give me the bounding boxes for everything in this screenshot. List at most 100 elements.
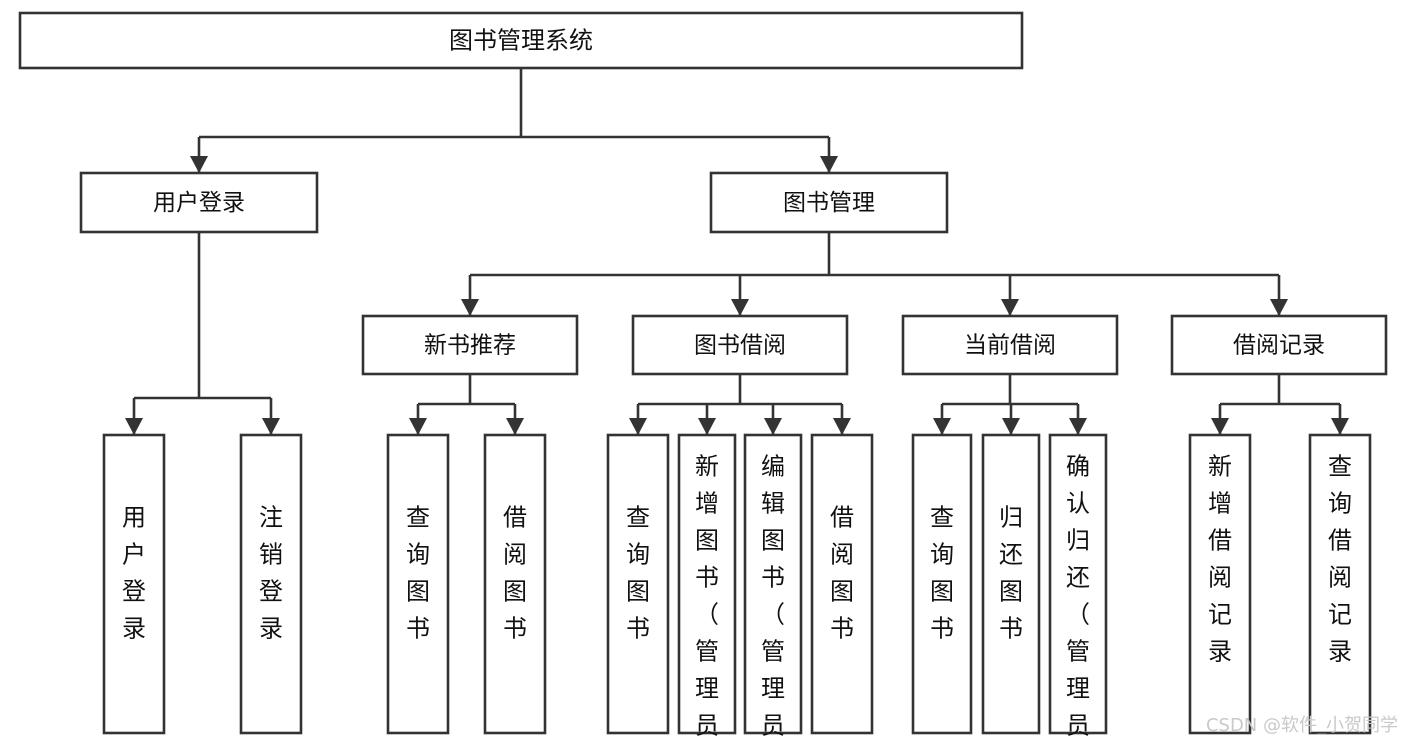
book-manage-to-categories-arrow-2	[1001, 299, 1019, 316]
node-label-record-add: 记	[1208, 601, 1232, 629]
node-label-record-query: 阅	[1328, 564, 1352, 592]
node-label-borrow-query-book: 询	[626, 541, 650, 569]
node-box-borrow-record[interactable]	[1170, 314, 1388, 376]
node-box-user-login-signin[interactable]	[102, 433, 166, 735]
current-borrow-to-leaves-arrow-2	[1069, 418, 1087, 435]
root-to-level1-arrow-0	[190, 156, 208, 173]
node-user-login-signin[interactable]: 用户登录	[102, 433, 166, 735]
node-box-current-confirm-return-admin[interactable]	[1048, 433, 1108, 735]
node-box-root[interactable]	[18, 11, 1024, 70]
node-new-book-recommend[interactable]: 新书推荐	[361, 314, 579, 376]
node-label-borrow-edit-book-admin: 编	[761, 453, 785, 481]
node-label-current-return-book: 还	[999, 541, 1023, 569]
node-label-user-login-signin: 录	[122, 615, 146, 643]
node-label-borrow-add-book-admin: （	[695, 601, 719, 629]
node-label-recommend-query-book: 询	[406, 541, 430, 569]
node-label-current-borrow: 当前借阅	[964, 333, 1056, 359]
node-label-current-confirm-return-admin: 确	[1066, 453, 1090, 481]
node-label-borrow-add-book-admin: 管	[695, 638, 719, 666]
node-box-current-query-book[interactable]	[911, 433, 973, 735]
node-label-current-return-book: 书	[999, 615, 1023, 643]
node-label-borrow-borrow-book: 借	[830, 504, 854, 532]
current-borrow-to-leaves-arrow-1	[1002, 418, 1020, 435]
node-borrow-record[interactable]: 借阅记录	[1170, 314, 1388, 376]
node-book-borrow[interactable]: 图书借阅	[631, 314, 849, 376]
node-box-borrow-query-book[interactable]	[606, 433, 670, 735]
node-label-current-confirm-return-admin: 员	[1066, 712, 1090, 740]
node-box-current-return-book[interactable]	[981, 433, 1041, 735]
node-box-record-add[interactable]	[1188, 433, 1252, 735]
current-borrow-to-leaves-arrow-0	[933, 418, 951, 435]
node-label-borrow-add-book-admin: 理	[695, 675, 719, 703]
node-box-book-borrow[interactable]	[631, 314, 849, 376]
node-label-borrow-record: 借阅记录	[1233, 333, 1325, 359]
node-label-borrow-borrow-book: 图	[830, 578, 854, 606]
node-box-borrow-edit-book-admin[interactable]	[743, 433, 803, 735]
node-root[interactable]: 图书管理系统	[18, 11, 1024, 70]
node-label-borrow-add-book-admin: 员	[695, 712, 719, 740]
node-box-book-manage[interactable]	[709, 171, 949, 234]
root-to-level1-arrow-1	[820, 156, 838, 173]
node-label-current-return-book: 图	[999, 578, 1023, 606]
node-label-recommend-query-book: 图	[406, 578, 430, 606]
node-label-recommend-borrow-book: 阅	[503, 541, 527, 569]
new-book-recommend-to-leaves-arrow-0	[409, 418, 427, 435]
node-label-current-confirm-return-admin: 归	[1066, 527, 1090, 555]
node-label-borrow-add-book-admin: 书	[695, 564, 719, 592]
node-box-recommend-borrow-book[interactable]	[483, 433, 547, 735]
node-label-user-login-signout: 录	[259, 615, 283, 643]
node-label-record-add: 录	[1208, 638, 1232, 666]
node-label-current-confirm-return-admin: （	[1066, 601, 1090, 629]
book-borrow-to-leaves-arrow-2	[764, 418, 782, 435]
node-current-borrow[interactable]: 当前借阅	[901, 314, 1119, 376]
node-box-user-login-signout[interactable]	[239, 433, 303, 735]
node-box-recommend-query-book[interactable]	[386, 433, 450, 735]
node-label-current-query-book: 查	[930, 504, 954, 532]
new-book-recommend-to-leaves-arrow-1	[506, 418, 524, 435]
node-box-new-book-recommend[interactable]	[361, 314, 579, 376]
node-label-borrow-add-book-admin: 增	[695, 490, 719, 518]
node-box-borrow-add-book-admin[interactable]	[677, 433, 737, 735]
node-label-current-confirm-return-admin: 认	[1066, 490, 1090, 518]
node-label-new-book-recommend: 新书推荐	[424, 333, 516, 359]
node-label-current-confirm-return-admin: 还	[1066, 564, 1090, 592]
node-label-borrow-edit-book-admin: 管	[761, 638, 785, 666]
node-user-login[interactable]: 用户登录	[79, 171, 319, 234]
node-label-record-query: 录	[1328, 638, 1352, 666]
node-label-user-login-signin: 登	[122, 578, 146, 606]
node-label-recommend-borrow-book: 借	[503, 504, 527, 532]
node-label-borrow-add-book-admin: 新	[695, 453, 719, 481]
borrow-record-to-leaves-arrow-1	[1331, 418, 1349, 435]
node-label-record-add: 新	[1208, 453, 1232, 481]
node-box-borrow-borrow-book[interactable]	[810, 433, 874, 735]
node-label-borrow-edit-book-admin: （	[761, 601, 785, 629]
node-label-current-confirm-return-admin: 理	[1066, 675, 1090, 703]
node-label-record-add: 增	[1208, 490, 1232, 518]
node-label-recommend-query-book: 查	[406, 504, 430, 532]
node-box-current-borrow[interactable]	[901, 314, 1119, 376]
node-label-borrow-query-book: 书	[626, 615, 650, 643]
node-label-book-manage: 图书管理	[783, 190, 875, 216]
node-box-record-query[interactable]	[1308, 433, 1372, 735]
node-label-borrow-edit-book-admin: 辑	[761, 490, 785, 518]
node-label-borrow-query-book: 查	[626, 504, 650, 532]
node-label-borrow-edit-book-admin: 理	[761, 675, 785, 703]
node-box-user-login[interactable]	[79, 171, 319, 234]
node-book-manage[interactable]: 图书管理	[709, 171, 949, 234]
node-label-recommend-borrow-book: 书	[503, 615, 527, 643]
node-label-borrow-borrow-book: 书	[830, 615, 854, 643]
node-label-user-login-signout: 销	[259, 541, 283, 569]
